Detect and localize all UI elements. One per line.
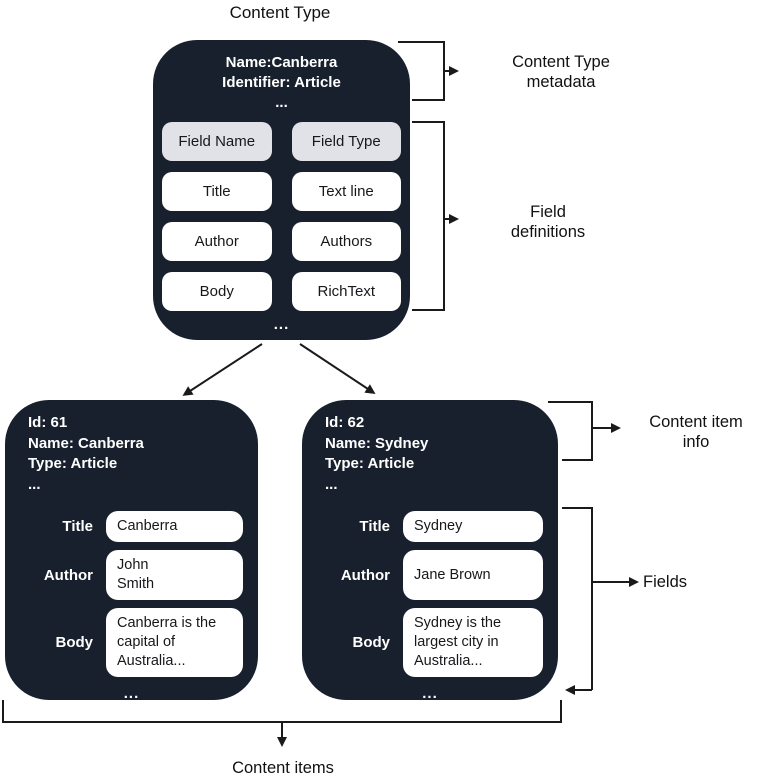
ellipsis: ... — [273, 316, 290, 333]
field-row-body: Body Canberra is the capital of Australi… — [29, 608, 243, 677]
field-label: Body — [352, 634, 391, 651]
field-label: Body — [55, 634, 94, 651]
annotation-content-type-metadata: Content Type metadata — [512, 53, 610, 91]
grid-header-field-name: Field Name — [162, 122, 272, 161]
annotation-content-items: Content items — [232, 759, 334, 777]
field-value: John Smith — [106, 550, 243, 600]
content-type-title: Content Type — [229, 3, 331, 22]
field-row-title: Title Sydney — [326, 511, 543, 542]
field-label: Title — [359, 518, 390, 535]
field-value: Sydney is the largest city in Australia.… — [403, 608, 543, 677]
bracket-content-item-info — [548, 401, 593, 461]
grid-cell-field-type-author: Authors — [291, 222, 401, 261]
field-definitions-grid: Field Name Field Type Title Text line Au… — [162, 122, 401, 311]
content-item-info-text: Id: 62 Name: Sydney Type: Article ... — [325, 414, 429, 493]
grid-cell-field-name-body: Body — [162, 272, 272, 311]
annotation-fields: Fields — [643, 573, 688, 591]
field-row-author: Author Jane Brown — [326, 550, 543, 600]
annotation-content-item-info: Content item info — [649, 413, 743, 451]
content-type-box: Name:Canberra Identifier: Article ... Fi… — [153, 40, 410, 340]
content-item-box-canberra: Id: 61 Name: Canberra Type: Article ... … — [5, 400, 258, 702]
field-value: Canberra is the capital of Australia... — [106, 608, 243, 677]
grid-cell-field-name-title: Title — [162, 172, 272, 211]
content-item-info-text: Id: 61 Name: Canberra Type: Article ... — [28, 414, 144, 493]
field-label: Author — [340, 566, 390, 584]
field-value: Sydney — [403, 511, 543, 542]
field-label: Author — [43, 566, 93, 584]
grid-cell-field-type-body: RichText — [291, 272, 401, 311]
field-label: Title — [62, 518, 93, 535]
ellipsis: ... — [123, 685, 140, 702]
field-row-title: Title Canberra — [29, 511, 243, 542]
content-type-metadata-text: Name:Canberra Identifier: Article ... — [222, 54, 341, 111]
bracket-fields — [562, 507, 593, 690]
bracket-field-definitions — [412, 121, 445, 311]
arrow-to-item-sydney — [299, 343, 376, 394]
content-item-box-sydney: Id: 62 Name: Sydney Type: Article ... Ti… — [302, 400, 558, 702]
field-row-body: Body Sydney is the largest city in Austr… — [326, 608, 543, 677]
ellipsis: ... — [422, 685, 438, 702]
arrow-to-item-canberra — [182, 343, 263, 396]
annotation-field-definitions: Field definitions — [510, 203, 586, 241]
bracket-content-items — [2, 700, 562, 723]
grid-header-field-type: Field Type — [291, 122, 401, 161]
grid-cell-field-type-title: Text line — [291, 172, 401, 211]
field-row-author: Author John Smith — [29, 550, 243, 600]
field-value: Jane Brown — [403, 550, 543, 600]
field-value: Canberra — [106, 511, 243, 542]
grid-cell-field-name-author: Author — [162, 222, 272, 261]
